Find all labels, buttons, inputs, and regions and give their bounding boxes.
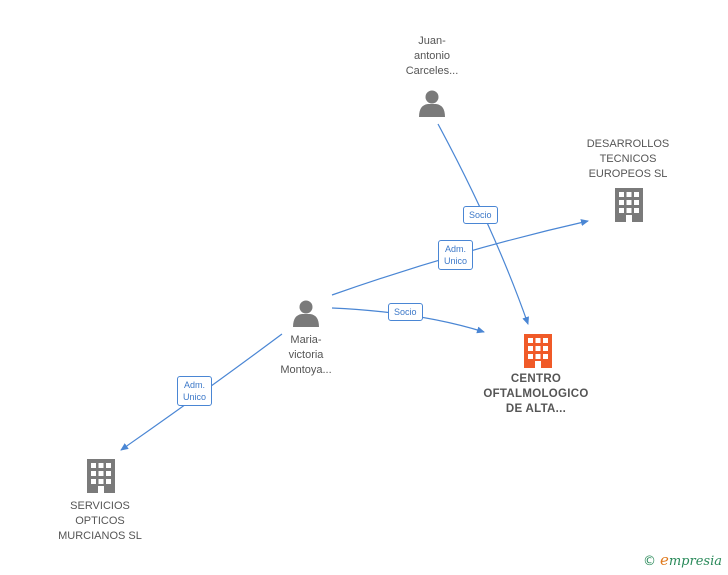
person-icon[interactable] xyxy=(419,90,445,118)
building-icon-highlighted[interactable] xyxy=(524,334,552,368)
node-label-juan-antonio[interactable]: Juan- antonio Carceles... xyxy=(405,35,459,77)
building-icon[interactable] xyxy=(615,188,643,222)
brand-name: mpresia xyxy=(668,554,722,569)
empresia-logo: ©empresia xyxy=(643,551,722,569)
node-label-centro[interactable]: CENTRO OFTALMOLOGICO DE ALTA... xyxy=(483,373,589,415)
edge-juan-to-centro xyxy=(437,123,529,325)
brand-mark: e xyxy=(659,551,669,569)
node-label-desarrollos[interactable]: DESARROLLOS TECNICOS EUROPEOS SL xyxy=(586,138,670,180)
person-icon[interactable] xyxy=(293,300,319,328)
building-icon[interactable] xyxy=(87,459,115,493)
node-label-servicios[interactable]: SERVICIOS OPTICOS MURCIANOS SL xyxy=(58,500,142,542)
edge-label-socio: Socio xyxy=(388,303,423,321)
edge-label-adm-unico: Adm. Unico xyxy=(177,376,213,406)
node-label-maria-victoria[interactable]: Maria- victoria Montoya... xyxy=(280,334,332,376)
edge-label-socio: Socio xyxy=(463,206,498,224)
edge-label-adm-unico: Adm. Unico xyxy=(438,240,474,270)
copyright-icon: © xyxy=(642,554,656,569)
